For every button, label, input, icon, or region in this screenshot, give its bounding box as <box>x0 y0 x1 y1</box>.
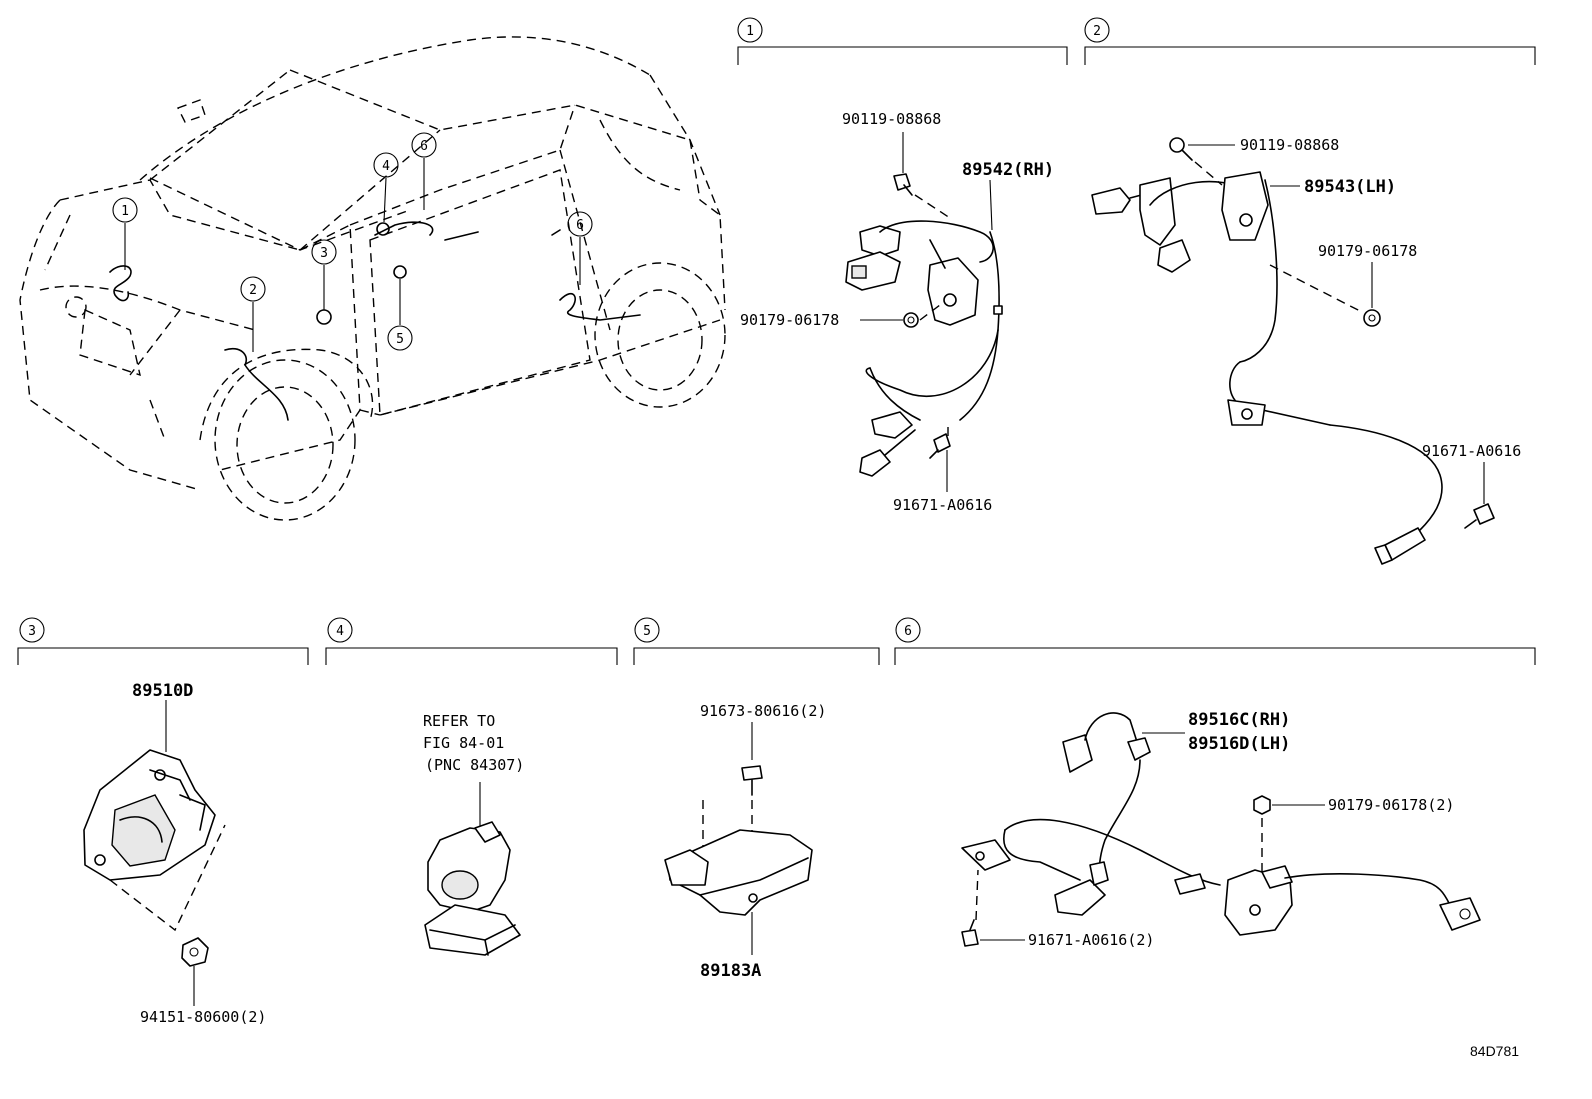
section-brackets: 1 2 3 4 5 6 <box>17 17 1536 665</box>
label-89183a: 89183A <box>700 961 761 981</box>
bolt-91671-rh <box>929 433 951 459</box>
bolt-91671-lh <box>1464 503 1495 529</box>
label-89542-rh: 89542(RH) <box>962 160 1054 180</box>
vehicle-callouts: 1 2 3 4 5 6 6 <box>112 132 593 352</box>
section-1-parts: 90119-08868 89542(RH) 90179-06178 91671-… <box>740 110 1054 514</box>
label-90119-08868-lh: 90119-08868 <box>1240 136 1339 154</box>
sensor-84307-reference <box>424 821 521 956</box>
section-4-number: 4 <box>336 624 344 639</box>
label-89510d: 89510D <box>132 681 193 701</box>
label-94151-80600: 94151-80600(2) <box>140 1008 266 1026</box>
section-5-parts: 91673-80616(2) 89183A <box>664 702 826 981</box>
sensor-89542 <box>845 220 1003 477</box>
bolt-91673 <box>741 765 763 796</box>
label-89543-lh: 89543(LH) <box>1304 177 1396 197</box>
label-refer-line1: REFER TO <box>423 712 495 730</box>
section-6-number: 6 <box>904 624 912 639</box>
label-90119-08868-rh: 90119-08868 <box>842 110 941 128</box>
callout-6a-car: 6 <box>420 139 428 154</box>
callout-6b-car: 6 <box>576 218 584 233</box>
callout-3-car: 3 <box>320 246 328 261</box>
nut-90179-lh <box>1363 309 1381 327</box>
bolt-91671-rear <box>961 919 979 947</box>
label-91671-a0616-lh: 91671-A0616 <box>1422 442 1521 460</box>
label-90179-06178-lh: 90179-06178 <box>1318 242 1417 260</box>
callout-4-car: 4 <box>382 159 390 174</box>
label-90179-06178-rear: 90179-06178(2) <box>1328 796 1454 814</box>
callout-1-car: 1 <box>121 204 129 219</box>
label-89516d-lh: 89516D(LH) <box>1188 734 1290 754</box>
computer-89183a <box>664 829 813 916</box>
label-refer-line3: (PNC 84307) <box>425 756 524 774</box>
callout-5-car: 5 <box>396 332 404 347</box>
nut-90179-rh <box>903 312 919 328</box>
section-3-parts: 89510D 94151-80600(2) <box>83 681 266 1026</box>
label-91671-a0616-rear: 91671-A0616(2) <box>1028 931 1154 949</box>
nut-90179-rear <box>1253 795 1271 815</box>
bolt-90119-rh <box>893 173 913 196</box>
sensor-89543 <box>1091 171 1443 565</box>
section-6-parts: 89516C(RH) 89516D(LH) 90179-06178(2) 916… <box>961 710 1481 949</box>
sensor-89516 <box>961 712 1481 936</box>
clip-94151 <box>181 937 209 967</box>
diagram-code: 84D781 <box>1470 1043 1519 1059</box>
label-refer-line2: FIG 84-01 <box>423 734 504 752</box>
label-91673-80616: 91673-80616(2) <box>700 702 826 720</box>
section-5-number: 5 <box>643 624 651 639</box>
bolt-90119-lh <box>1169 137 1193 161</box>
label-91671-a0616-rh: 91671-A0616 <box>893 496 992 514</box>
label-89516c-rh: 89516C(RH) <box>1188 710 1290 730</box>
section-2-number: 2 <box>1093 24 1101 39</box>
section-1-number: 1 <box>746 24 754 39</box>
label-90179-06178-rh: 90179-06178 <box>740 311 839 329</box>
vehicle-outline <box>19 36 726 521</box>
section-2-parts: 90119-08868 89543(LH) 90179-06178 91671-… <box>1091 136 1521 565</box>
callout-2-car: 2 <box>249 283 257 298</box>
sensor-89510d <box>83 749 216 881</box>
section-3-number: 3 <box>28 624 36 639</box>
section-4-parts: REFER TO FIG 84-01 (PNC 84307) <box>423 712 524 956</box>
